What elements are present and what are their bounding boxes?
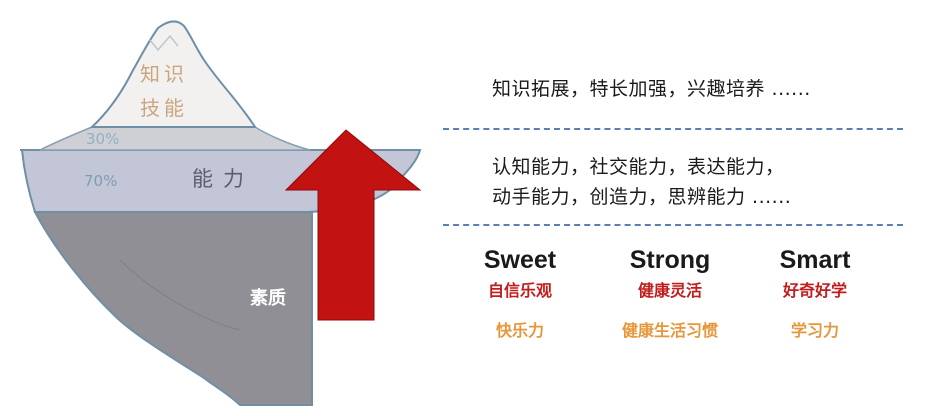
snow-ridge xyxy=(149,34,179,52)
tip-label-line1: 知识 xyxy=(140,62,188,86)
ability-label: 能力 xyxy=(192,167,254,191)
column-orange-text: 快乐力 xyxy=(495,321,544,340)
iceberg-deep-section xyxy=(33,211,313,406)
column-orange-text: 学习力 xyxy=(790,321,839,340)
deep-shading-line xyxy=(119,259,241,331)
iceberg-band-30 xyxy=(39,126,311,151)
column-red-text: 健康灵活 xyxy=(637,281,702,300)
column-title: Strong xyxy=(629,246,711,274)
ability-line-2: 动手能力，创造力，思辨能力 ...... xyxy=(492,186,792,208)
column-orange-text: 健康生活习惯 xyxy=(621,321,718,340)
quality-label: 素质 xyxy=(250,288,286,309)
column-smart: Smart 好奇好学 学习力 xyxy=(735,246,895,341)
column-title: Sweet xyxy=(483,246,557,274)
column-sweet: Sweet 自信乐观 快乐力 xyxy=(440,246,600,341)
column-red-text: 好奇好学 xyxy=(782,281,847,300)
iceberg-tip xyxy=(89,20,257,128)
knowledge-line: 知识拓展，特长加强，兴趣培养 ...... xyxy=(492,78,811,100)
upward-arrow xyxy=(284,129,422,321)
column-title: Smart xyxy=(779,246,851,274)
pct-label-30: 30% xyxy=(86,130,120,148)
divider-bottom xyxy=(443,224,903,226)
divider-top xyxy=(443,128,903,130)
column-red-text: 自信乐观 xyxy=(487,281,552,300)
pct-label-70: 70% xyxy=(84,172,118,190)
column-strong: Strong 健康灵活 健康生活习惯 xyxy=(590,246,750,341)
tip-label-line2: 技能 xyxy=(140,96,188,120)
ability-line-1: 认知能力，社交能力，表达能力， xyxy=(492,156,785,178)
